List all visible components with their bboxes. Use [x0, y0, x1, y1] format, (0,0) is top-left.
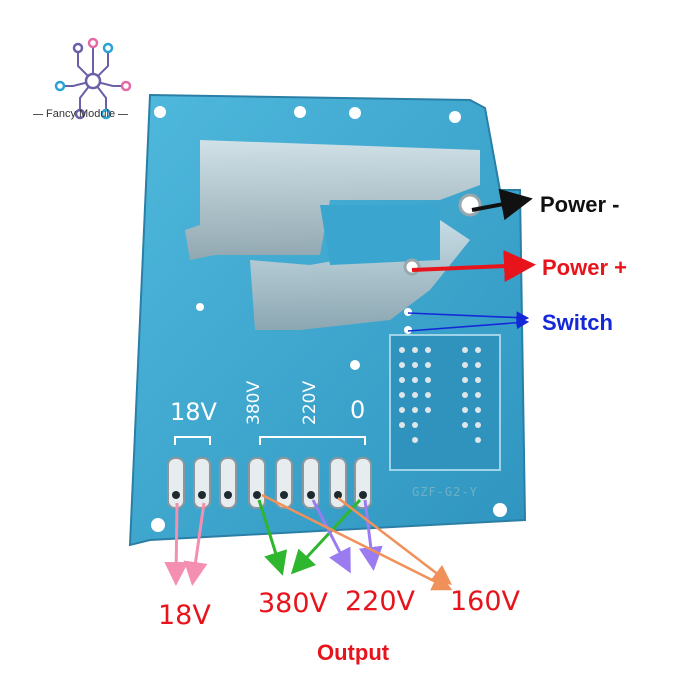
silkscreen-0: 0 [350, 396, 366, 424]
output-380v: 380V [258, 588, 329, 619]
arrow-220v [358, 499, 383, 571]
power-minus-arrow [471, 188, 533, 221]
arrow-18v [183, 502, 208, 586]
arrow-380v [257, 499, 288, 576]
arrow-18v [164, 502, 189, 586]
silkscreen-18v: 18V [170, 398, 217, 426]
tinned-trace [185, 140, 480, 260]
output-160v: 160V [450, 586, 521, 617]
fancy-module-logo [54, 37, 132, 120]
silkscreen-board-code: GZF-G2-Y [412, 485, 478, 499]
arrow-380v [290, 498, 362, 575]
solder-pads [399, 347, 481, 443]
silkscreen-220v: 220V [300, 380, 320, 425]
silkscreen-380v: 380V [244, 380, 264, 425]
brand-name: Fancy Module [30, 108, 131, 120]
power-plus-arrow [411, 250, 536, 283]
arrow-160v [337, 497, 452, 586]
output-pins [167, 457, 372, 509]
arrow-220v [311, 499, 351, 574]
output-title: Output [317, 640, 390, 665]
output-18v: 18V [158, 600, 211, 631]
switch-arrow [407, 311, 530, 324]
label-switch: Switch [542, 310, 613, 335]
switch-arrow [407, 316, 530, 332]
arrow-160v [261, 493, 453, 591]
output-220v: 220V [345, 586, 416, 617]
label-power-plus: Power + [542, 255, 627, 280]
label-power-minus: Power - [540, 192, 620, 217]
